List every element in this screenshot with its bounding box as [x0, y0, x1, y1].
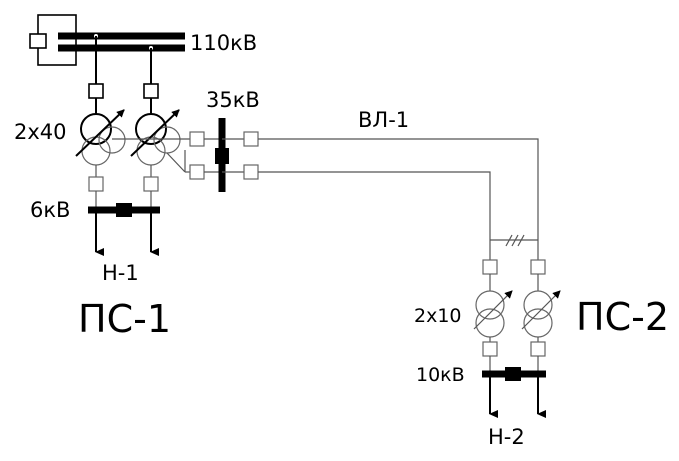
t4-tap-changer-arrow — [521, 290, 561, 330]
hv-bus-label: 110кВ — [190, 31, 257, 55]
t2-tap-changer-arrow — [130, 109, 180, 157]
mv-bus-label: 35кВ — [206, 88, 260, 112]
mv-bus-section: 35кВ — [112, 88, 260, 192]
t3-primary-winding — [475, 290, 505, 320]
line-1-circuit-b — [258, 171, 491, 260]
load-1-label: Н-1 — [102, 261, 139, 285]
t1-lv-breaker — [88, 176, 104, 192]
line-1-breaker-a — [243, 131, 259, 147]
lv-bus-2-sectionalizer — [505, 367, 521, 381]
substation-1-label: ПС-1 — [78, 297, 171, 341]
t2-mv-breaker — [189, 164, 205, 180]
t4-hv-breaker — [530, 259, 546, 275]
lv-bus-2-label: 10кВ — [416, 364, 465, 386]
t2-rating-label: 2х10 — [414, 305, 462, 327]
line-1-label: ВЛ-1 — [358, 108, 409, 132]
t2-lv-breaker — [143, 176, 159, 192]
t1-primary-winding — [80, 113, 112, 145]
t2-hv-breaker — [143, 83, 159, 99]
t3-tap-changer-arrow — [473, 290, 513, 330]
t3-lv-breaker — [482, 341, 498, 357]
t1-tap-changer-arrow — [75, 109, 125, 157]
t1-rating-label: 2х40 — [14, 120, 67, 144]
substation-1-transformers: 2х40 — [14, 36, 181, 210]
t4-lv-breaker — [530, 341, 546, 357]
bus-coupler-switch — [29, 33, 47, 49]
t4-primary-winding — [523, 290, 553, 320]
t2-primary-winding — [135, 113, 167, 145]
substation-2-label: ПС-2 — [576, 295, 669, 339]
hv-bus-section: 110кВ — [29, 14, 257, 66]
lv-bus-1-section: 6кВ Н-1 ПС-1 — [30, 198, 171, 341]
lv-bus-2-section: 10кВ Н-2 — [416, 364, 546, 449]
load-2-label: Н-2 — [488, 425, 525, 449]
lv-bus-1-label: 6кВ — [30, 198, 70, 222]
substation-2-transformers: 2х10 ПС-2 — [414, 259, 669, 374]
mv-bus-sectionalizer — [215, 148, 229, 164]
overhead-line: ВЛ-1 — [258, 108, 539, 260]
t1-mv-breaker — [189, 131, 205, 147]
t3-hv-breaker — [482, 259, 498, 275]
line-1-circuit-a — [258, 138, 539, 260]
line-1-breaker-b — [243, 164, 259, 180]
lv-bus-1-sectionalizer — [116, 203, 132, 217]
t1-hv-breaker — [88, 83, 104, 99]
t1-tertiary-winding — [98, 126, 126, 154]
